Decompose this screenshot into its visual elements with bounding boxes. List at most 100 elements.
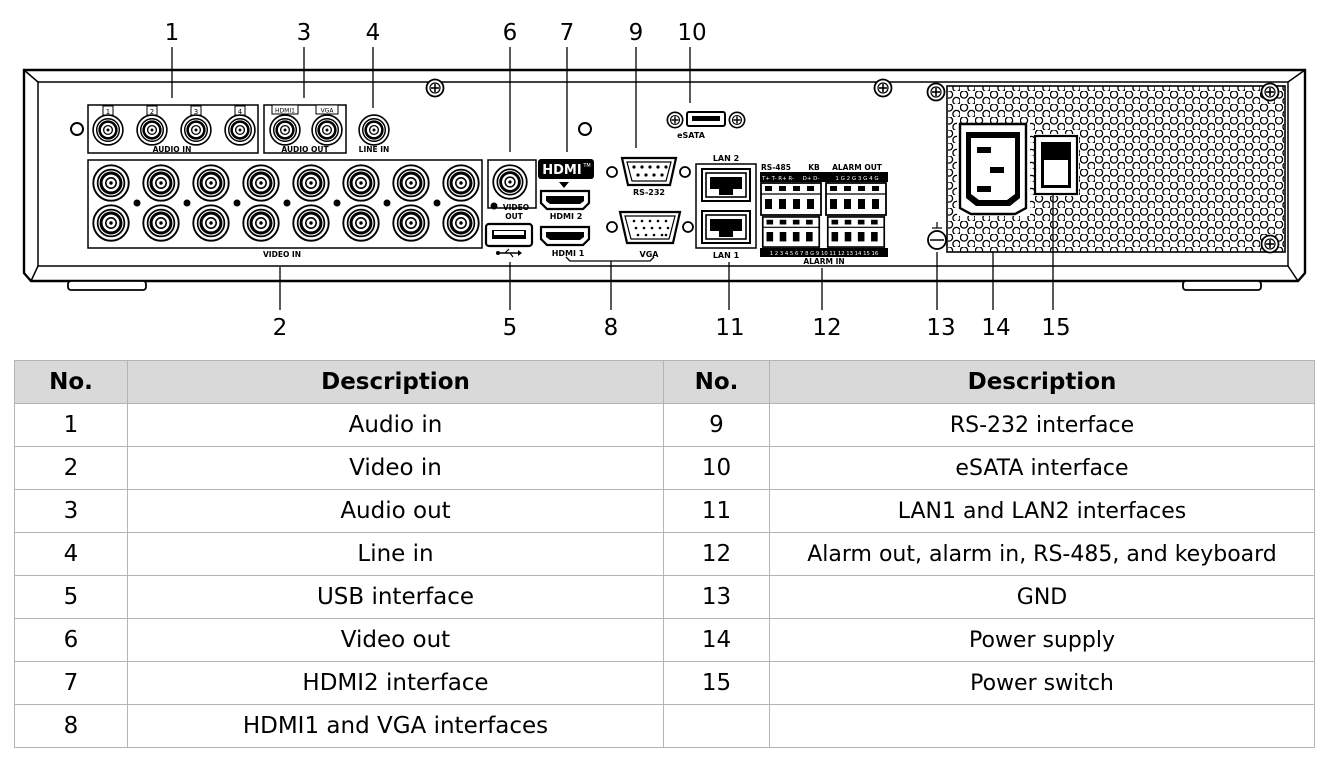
callout-7: 7 [560,20,575,46]
audio-in-channel-4: 4 [238,108,243,116]
audio-out-group: HDMI1 VGA AUDIO OUT [263,104,347,154]
header-no: No. [14,360,128,404]
video-in-port [142,164,180,202]
header-description: Description [127,360,664,404]
video-in-port [242,164,280,202]
audio-out-port-2 [311,114,343,146]
line-in-port [358,114,390,146]
alarm-in-label: ALARM IN [803,257,844,266]
rs232-label: RS-232 [633,188,665,197]
ground-icon [932,222,942,232]
video-in-port [442,204,480,242]
rs232-port [606,156,691,187]
video-in-port [342,204,380,242]
callout-10: 10 [677,20,706,46]
cell-description: RS-232 interface [769,403,1315,447]
table-row: 8 HDMI1 and VGA interfaces [14,704,1315,748]
rear-panel-diagram: 1 2 3 4 AUDIO IN HDMI1 VGA AUDIO OUT LIN… [22,20,1307,341]
cell-no: 3 [14,489,128,533]
video-in-port [392,164,430,202]
callout-8: 8 [604,315,619,341]
cell-no [663,704,770,748]
cell-no: 1 [14,403,128,447]
alarm-out-label: ALARM OUT [832,163,883,172]
rs485-terminal [760,182,822,216]
cell-no: 7 [14,661,128,705]
video-in-marker [383,199,391,207]
alarm-out-terminal [825,182,887,216]
table-row: 7 HDMI2 interface 15 Power switch [14,661,1315,705]
video-in-group: VIDEO IN [87,159,483,259]
alarm-out-pins-label: 1 G 2 G 3 G 4 G [835,176,878,182]
video-in-port [192,164,230,202]
vga-label: VGA [640,250,660,259]
lan2-port [701,168,751,202]
video-in-port [442,164,480,202]
cell-no: 6 [14,618,128,662]
callout-6: 6 [503,20,518,46]
callout-leader-lines [171,47,1054,310]
power-switch [1033,134,1079,196]
video-out-group: VIDEO OUT [487,159,537,221]
video-in-marker [433,199,441,207]
hdmi1-label: HDMI 1 [552,249,585,258]
video-in-port [342,164,380,202]
audio-out-port-1 [269,114,301,146]
cell-description: Power supply [769,618,1315,662]
cell-description: LAN1 and LAN2 interfaces [769,489,1315,533]
hdmi1-port [539,225,591,247]
hdmi2-label: HDMI 2 [550,212,583,221]
video-in-marker [283,199,291,207]
cell-no: 12 [663,532,770,576]
callout-11: 11 [715,315,744,341]
right-foot [1182,280,1262,291]
video-in-port [292,204,330,242]
cell-description: HDMI1 and VGA interfaces [127,704,664,748]
cell-description [769,704,1315,748]
lan1-label: LAN 1 [713,251,740,260]
ground-terminal [927,230,947,250]
callout-2: 2 [273,315,288,341]
callout-14: 14 [981,315,1010,341]
hdmi-logo: HDMI TM [538,159,594,188]
alarm-in-pins-label: 1 2 3 4 5 6 7 8 G 9 10 11 12 13 14 15 16 [770,251,879,257]
video-in-port [392,204,430,242]
lan1-port [701,210,751,244]
cell-description: Audio in [127,403,664,447]
video-out-port [492,164,528,200]
audio-in-channel-1: 1 [106,108,110,116]
cell-no: 5 [14,575,128,619]
callout-13: 13 [926,315,955,341]
callout-12: 12 [812,315,841,341]
mount-hole-icon [70,122,84,136]
table-row: 5 USB interface 13 GND [14,575,1315,619]
audio-in-port-1 [92,114,124,146]
cell-description: Video in [127,446,664,490]
screw-icon [873,78,893,98]
audio-in-channel-2: 2 [150,108,154,116]
usb-icon [496,248,522,258]
cell-description: Video out [127,618,664,662]
esata-screw-icon [728,111,746,129]
cell-no: 15 [663,661,770,705]
video-in-port [92,164,130,202]
cell-description: GND [769,575,1315,619]
psu-screw-icon [1260,234,1280,254]
table-row: 1 Audio in 9 RS-232 interface [14,403,1315,447]
cell-description: Line in [127,532,664,576]
callout-5: 5 [503,315,518,341]
video-in-port [292,164,330,202]
lan2-label: LAN 2 [713,154,739,163]
cell-description: HDMI2 interface [127,661,664,705]
cell-no: 11 [663,489,770,533]
callout-3: 3 [297,20,312,46]
video-in-marker [333,199,341,207]
rs485-pins-label: T+ T- R+ R- [761,176,794,182]
hdmi2-port [539,189,591,211]
cell-description: USB interface [127,575,664,619]
cell-description: Audio out [127,489,664,533]
video-out-label-1: VIDEO [503,203,529,212]
cell-no: 8 [14,704,128,748]
esata-label: eSATA [677,131,706,140]
video-in-port [192,204,230,242]
